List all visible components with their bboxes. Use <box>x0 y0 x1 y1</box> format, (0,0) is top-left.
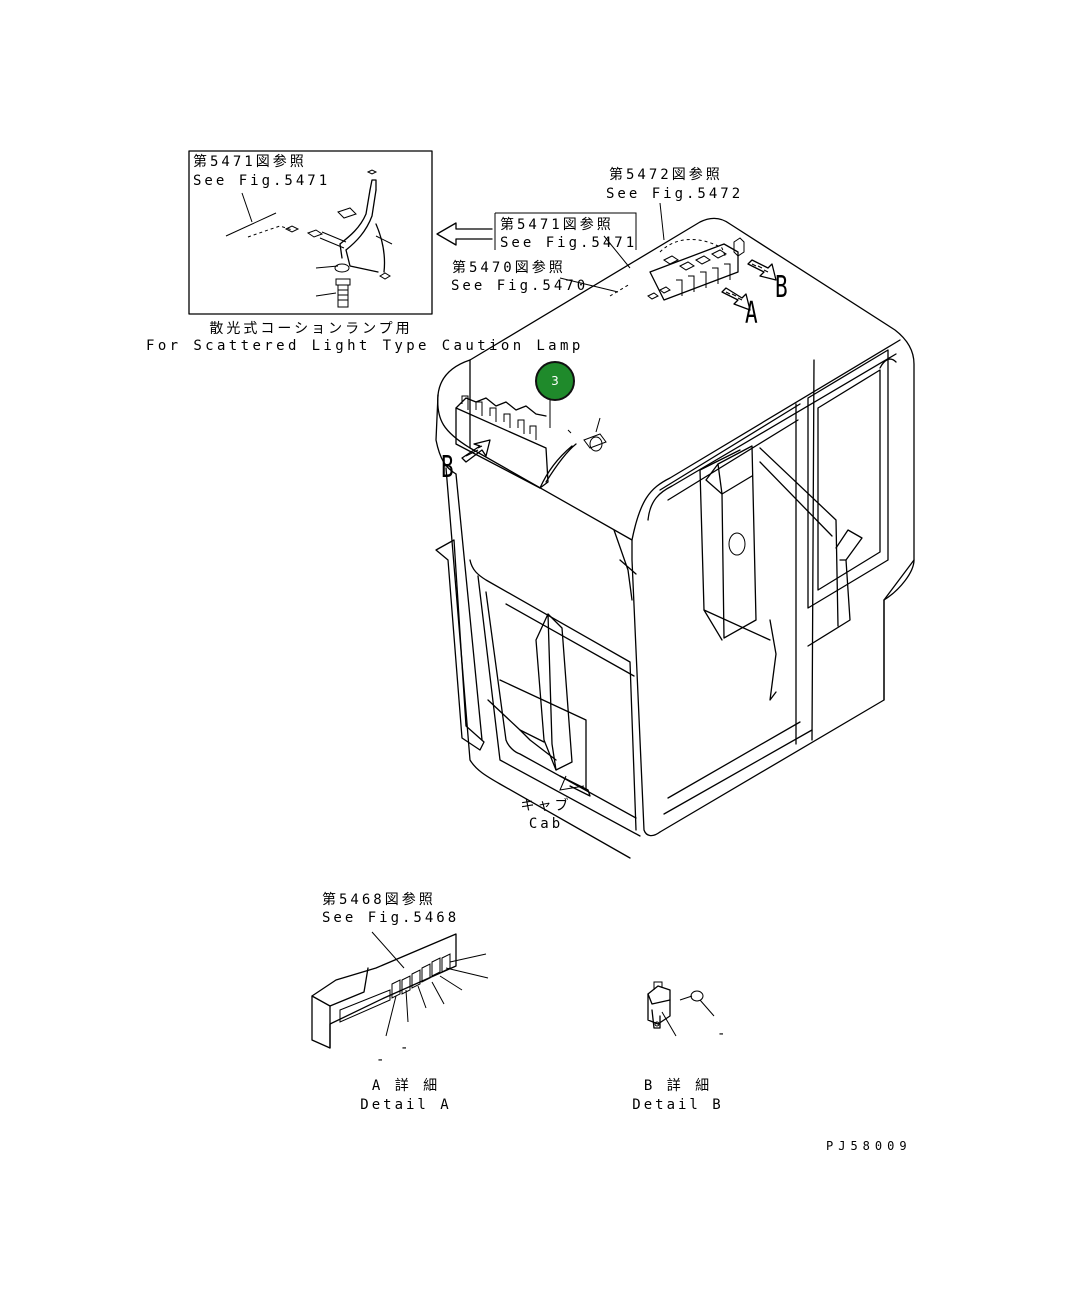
detail-b-drawing <box>647 981 715 1037</box>
reference-leaders <box>494 202 665 297</box>
detail-a-title-en: Detail A <box>360 1097 452 1113</box>
ref-fig5471-jp: 第5471図参照 <box>500 217 614 233</box>
detail-a-mark-2: - <box>400 1040 412 1056</box>
ref-fig5471-en: See Fig.5471 <box>500 235 638 251</box>
inset-caption-jp: 散光式コーションランプ用 <box>209 321 413 337</box>
view-letter-b-right: B <box>775 270 788 305</box>
cab-drawing <box>435 217 915 859</box>
detail-a-ref-en: See Fig.5468 <box>322 910 460 926</box>
detail-a-drawing <box>311 931 489 1049</box>
cab-label-en: Cab <box>528 816 564 832</box>
detail-b-title-en: Detail B <box>632 1097 724 1113</box>
view-letter-b-left: B <box>441 450 454 485</box>
ref-fig5470-en: See Fig.5470 <box>451 278 589 294</box>
callout-number: 3 <box>551 374 559 388</box>
inset-ref-jp: 第5471図参照 <box>193 154 307 170</box>
drawing-code: PJ58009 <box>826 1139 912 1153</box>
detail-b-mark-1: - <box>717 1026 729 1042</box>
ref-fig5470-jp: 第5470図参照 <box>452 260 566 276</box>
part-callout-3[interactable]: 3 <box>535 361 575 401</box>
detail-a-title-jp: A 詳 細 <box>371 1078 441 1094</box>
detail-a-ref-jp: 第5468図参照 <box>322 892 436 908</box>
view-letter-a: A <box>745 296 758 331</box>
ref-fig5472-en: See Fig.5472 <box>606 186 744 202</box>
ref-fig5472-jp: 第5472図参照 <box>609 167 723 183</box>
inset-caption-en: For Scattered Light Type Caution Lamp <box>146 338 584 354</box>
inset-ref-en: See Fig.5471 <box>193 173 331 189</box>
cab-label-jp: キャブ <box>520 798 572 814</box>
detail-a-mark-1: - <box>376 1052 388 1068</box>
inset-drawing <box>188 150 493 315</box>
detail-b-title-jp: B 詳 細 <box>643 1078 713 1094</box>
